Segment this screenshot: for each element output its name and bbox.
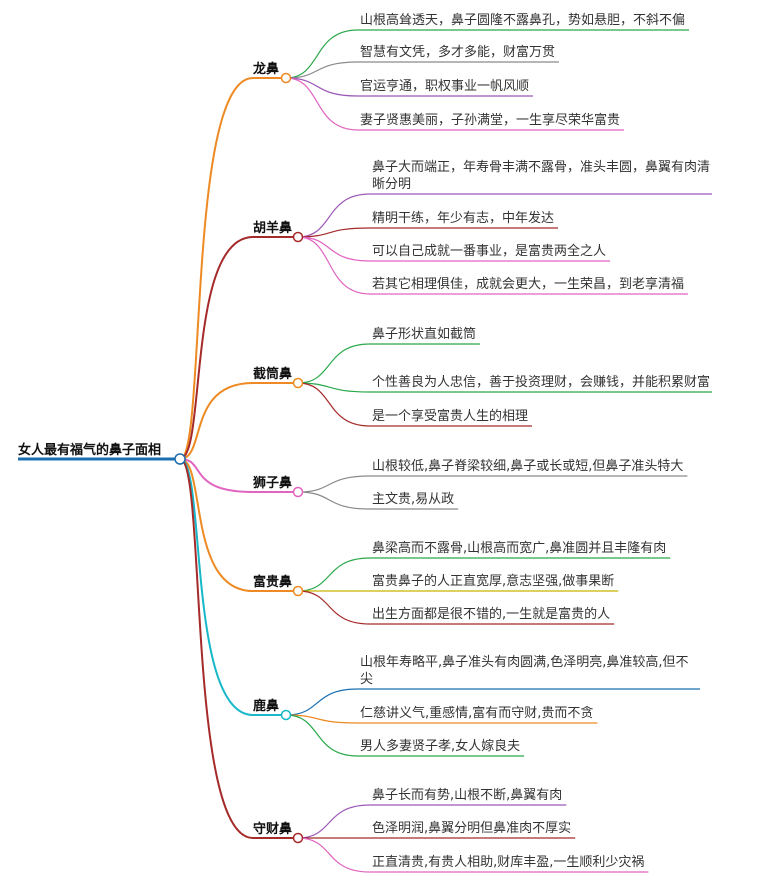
leaf-node[interactable]: 男人多妻贤子孝,女人嫁良夫: [360, 739, 521, 754]
leaf-connector: [297, 382, 371, 393]
leaf-node[interactable]: 富贵鼻子的人正直宽厚,意志坚强,做事果断: [372, 574, 615, 589]
leaf-connector: [297, 837, 371, 873]
leaf-connector: [285, 688, 359, 716]
branch-node-dot: [292, 231, 304, 243]
branch-node-dot: [292, 377, 304, 389]
leaf-node[interactable]: 智慧有文凭，多才多能，财富万贯: [360, 45, 556, 60]
leaf-connector: [285, 714, 359, 724]
leaf-connector: [297, 193, 371, 238]
branch-connector: [179, 458, 254, 493]
branch-node-dot: [280, 709, 292, 721]
root-label: 女人最有福气的鼻子面相: [18, 443, 162, 458]
leaf-connector: [297, 475, 371, 493]
leaf-connector: [297, 382, 371, 427]
branch-node[interactable]: 龙鼻: [253, 62, 280, 77]
leaf-connector: [297, 557, 371, 592]
branch-node[interactable]: 截筒鼻: [253, 367, 293, 382]
branch-node[interactable]: 富贵鼻: [253, 575, 293, 590]
leaf-connector: [285, 714, 359, 757]
leaf-connector: [285, 29, 359, 79]
leaf-connector: [297, 491, 371, 510]
leaf-node[interactable]: 鼻子大而端正，年寿骨丰满不露骨，准头丰圆，鼻翼有肉清晰分明: [372, 160, 711, 192]
leaf-connector: [297, 804, 371, 839]
branch-node[interactable]: 胡羊鼻: [253, 221, 293, 236]
leaf-node[interactable]: 仁慈讲义气,重感情,富有而守财,贵而不贪: [360, 706, 594, 721]
leaf-connector: [285, 61, 359, 79]
leaf-node[interactable]: 色泽明润,鼻翼分明但鼻准肉不厚实: [372, 821, 572, 836]
leaf-node[interactable]: 鼻梁高而不露骨,山根高而宽广,鼻准圆并且丰隆有肉: [372, 541, 667, 556]
leaf-node[interactable]: 主文贵,易从政: [372, 492, 455, 507]
root-node[interactable]: 女人最有福气的鼻子面相: [18, 442, 161, 459]
leaf-node[interactable]: 妻子贤惠美丽，子孙满堂，一生享尽荣华富贵: [360, 113, 621, 128]
leaf-node[interactable]: 可以自己成就一番事业，是富贵两全之人: [372, 244, 607, 259]
leaf-node[interactable]: 鼻子形状直如截筒: [372, 327, 477, 342]
branch-connector: [179, 382, 254, 460]
branch-node-dot: [292, 832, 304, 844]
branch-connector: [179, 236, 254, 460]
leaf-connector: [297, 236, 371, 295]
branch-connector: [179, 77, 254, 460]
branch-node-dot: [292, 585, 304, 597]
leaf-node[interactable]: 是一个享受富贵人生的相理: [372, 409, 529, 424]
leaf-node[interactable]: 鼻子长而有势,山根不断,鼻翼有肉: [372, 788, 563, 803]
leaf-connector: [285, 77, 359, 131]
branch-node[interactable]: 鹿鼻: [253, 699, 280, 714]
leaf-node[interactable]: 山根高耸透天，鼻子圆隆不露鼻孔，势如悬胆，不斜不偏: [360, 13, 686, 28]
leaf-node[interactable]: 山根较低,鼻子脊梁较细,鼻子或长或短,但鼻子准头特大: [372, 459, 684, 474]
leaf-connector: [297, 236, 371, 262]
leaf-node[interactable]: 山根年寿略平,鼻子准头有肉圆满,色泽明亮,鼻准较高,但不尖: [360, 655, 689, 687]
leaf-node[interactable]: 精明干练，年少有志，中年发达: [372, 211, 555, 226]
branch-node[interactable]: 狮子鼻: [253, 476, 293, 491]
leaf-connector: [297, 590, 371, 625]
leaf-connector: [285, 77, 359, 97]
branch-connector: [179, 458, 254, 716]
branch-connector: [179, 458, 254, 839]
leaf-node[interactable]: 官运亨通，职权事业一帆风顺: [360, 79, 530, 94]
branch-connector: [179, 458, 254, 592]
leaf-node[interactable]: 出生方面都是很不错的,一生就是富贵的人: [372, 607, 611, 622]
leaf-node[interactable]: 正直清贵,有贵人相助,财库丰盈,一生顺利少灾祸: [372, 855, 645, 870]
branch-node[interactable]: 守财鼻: [253, 822, 293, 837]
leaf-node[interactable]: 个性善良为人忠信，善于投资理财，会赚钱，并能积累财富: [372, 375, 711, 390]
leaf-connector: [297, 227, 371, 238]
root-node-dot: [174, 453, 186, 465]
branch-node-dot: [292, 486, 304, 498]
branch-node-dot: [280, 72, 292, 84]
leaf-node[interactable]: 若其它相理俱佳，成就会更大，一生荣昌，到老享清福: [372, 277, 685, 292]
leaf-connector: [297, 343, 371, 384]
